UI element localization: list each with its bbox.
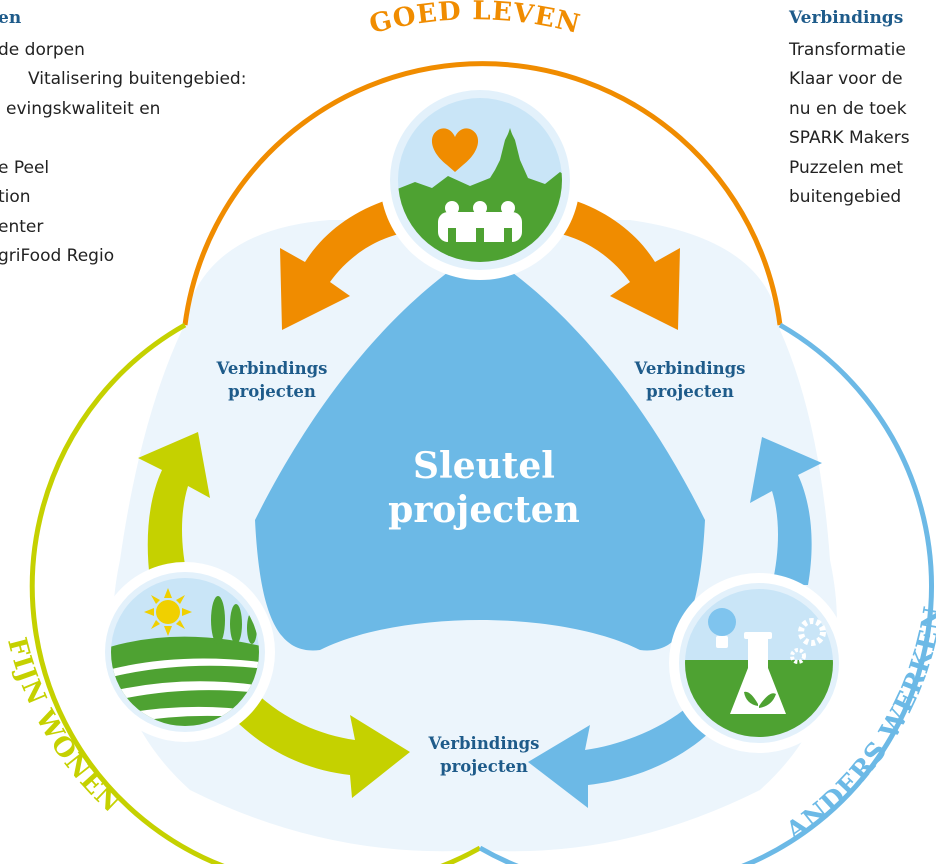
right-panel-line: nu en de toek <box>789 98 907 119</box>
core-shape <box>255 250 705 651</box>
theme-title-goed-leven: GOED LEVEN <box>367 0 584 40</box>
right-panel-line: Transformatie <box>789 39 906 60</box>
connection-label-right-1: Verbindings <box>634 359 746 378</box>
countryside-sun-icon <box>95 562 275 742</box>
core-title-line-1: Sleutel <box>413 445 555 487</box>
arrow-orange-left <box>280 195 410 330</box>
connection-label-right-2: projecten <box>646 382 734 401</box>
arrow-orange-right <box>550 195 680 330</box>
right-panel-line: SPARK Makers <box>789 128 910 148</box>
left-panel-line: griFood Regio <box>0 246 115 266</box>
left-panel-line: de dorpen <box>0 39 85 60</box>
left-panel-heading: en <box>0 8 22 28</box>
connection-label-left-2: projecten <box>228 382 316 401</box>
right-panel-heading: Verbindings <box>789 8 904 28</box>
left-panel-line: tion <box>0 187 31 207</box>
connection-label-left-1: Verbindings <box>216 359 328 378</box>
left-panel-line: evingskwaliteit en <box>6 98 161 119</box>
arc-goed-leven <box>182 61 783 326</box>
core-title-line-2: projecten <box>388 489 580 531</box>
arrow-blue-left <box>528 705 710 808</box>
left-panel-line: enter <box>0 216 44 237</box>
right-panel-line: Puzzelen met <box>789 157 904 178</box>
left-panel-line: Vitalisering buitengebied: <box>28 69 247 89</box>
left-text-panel: en de dorpen Vitalisering buitengebied: … <box>0 4 246 272</box>
connection-label-bottom-1: Verbindings <box>428 734 540 753</box>
village-heart-icon <box>380 80 580 280</box>
left-panel-line: e Peel <box>0 157 50 178</box>
arrow-lime-up <box>138 432 210 580</box>
innovation-lab-icon <box>669 573 849 753</box>
arc-fijn-wonen <box>29 322 482 864</box>
arc-anders-werken <box>478 322 934 864</box>
right-text-panel: Verbindings Transformatie Klaar voor de … <box>789 4 910 213</box>
arrow-lime-right <box>235 692 410 798</box>
arrow-blue-up <box>750 437 822 585</box>
right-panel-line: Klaar voor de <box>789 69 903 89</box>
connection-label-bottom-2: projecten <box>440 757 528 776</box>
right-panel-line: buitengebied <box>789 187 902 207</box>
